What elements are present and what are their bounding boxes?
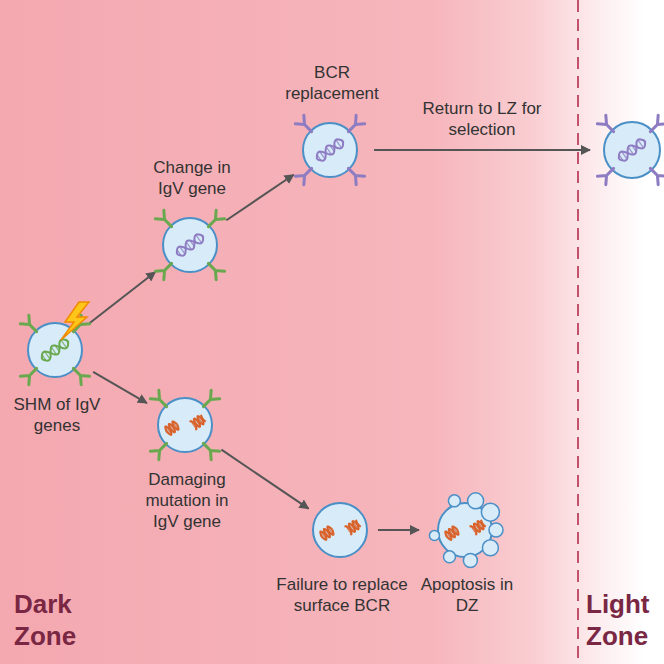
- bcr-antibody: [20, 364, 41, 385]
- bcr-antibody: [155, 259, 176, 280]
- bcr-antibody: [204, 259, 225, 280]
- zone-label: Light Zone: [586, 588, 662, 652]
- b-cell: BCR replacement: [302, 122, 358, 178]
- bcr-antibody: [150, 439, 171, 460]
- apoptotic-bleb: [489, 523, 503, 537]
- bcr-antibody: [295, 164, 316, 185]
- bcr-antibody: [646, 115, 664, 136]
- dna-helix: [314, 137, 346, 164]
- bcr-antibody: [344, 164, 365, 185]
- flow-arrow: [221, 450, 308, 509]
- cell-caption: SHM of IgV genes: [7, 394, 107, 436]
- zone-boundary: [577, 0, 579, 664]
- bcr-antibody: [199, 390, 220, 411]
- lz-cell: [597, 115, 664, 184]
- bcr-antibody: [199, 439, 220, 460]
- flow-arrow: [93, 372, 147, 403]
- flow-arrow: [90, 272, 156, 323]
- dna-helix: [174, 232, 206, 259]
- zone-band: Light Zone: [578, 0, 664, 664]
- dna-helix: [39, 337, 71, 364]
- apoptotic-bleb: [482, 540, 498, 556]
- bcr-antibody: [344, 115, 365, 136]
- apoptotic-bleb: [448, 495, 460, 507]
- apoptotic-bleb: [481, 503, 499, 521]
- dna-helix: [616, 137, 648, 164]
- dna-helix: [444, 511, 487, 549]
- zone-label: Dark Zone: [14, 588, 94, 652]
- bcr-antibody: [597, 164, 618, 185]
- apoptotic-bleb: [444, 551, 456, 563]
- lightning-bolt: [61, 302, 89, 340]
- flow-arrow: [374, 149, 590, 151]
- flow-arrow: [226, 175, 293, 221]
- cell-caption: Change in IgV gene: [142, 157, 242, 199]
- cell-caption: Failure to replace surface BCR: [267, 574, 417, 616]
- cell-caption: BCR replacement: [277, 62, 387, 104]
- bcr-antibody: [155, 210, 176, 231]
- edge-label: Return to LZ for selection: [422, 98, 542, 140]
- bcr-antibody: [69, 364, 90, 385]
- apoptotic-bleb: [429, 530, 439, 540]
- apoptotic-bleb: [468, 493, 484, 509]
- apoptotic-bleb: [463, 554, 477, 568]
- b-cell: Change in IgV gene: [162, 217, 218, 273]
- cell-caption: Damaging mutation in IgV gene: [132, 469, 242, 532]
- cell-caption: Apoptosis in DZ: [417, 574, 517, 616]
- bcr-antibody: [597, 115, 618, 136]
- b-cell: Apoptosis in DZ: [437, 502, 493, 558]
- flow-arrow: [378, 529, 419, 531]
- dna-helix: [164, 406, 207, 444]
- bcr-antibody: [20, 315, 41, 336]
- bcr-antibody: [646, 164, 664, 185]
- b-cell: Damaging mutation in IgV gene: [157, 397, 213, 453]
- dna-helix: [319, 511, 362, 549]
- bcr-antibody: [69, 315, 90, 336]
- bcr-antibody: [295, 115, 316, 136]
- b-cell: Failure to replace surface BCR: [312, 502, 368, 558]
- bcr-antibody: [150, 390, 171, 411]
- b-cell: SHM of IgV genes: [27, 322, 83, 378]
- bcr-antibody: [204, 210, 225, 231]
